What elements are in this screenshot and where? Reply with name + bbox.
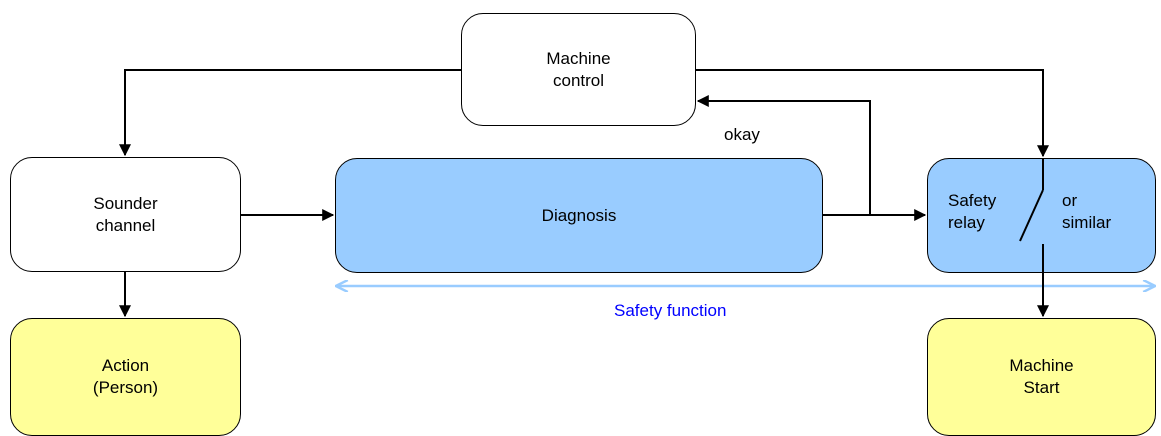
node-machine-control: Machine control: [461, 13, 696, 126]
node-machine-control-line-2: control: [552, 70, 605, 90]
safety-function-label: Safety function: [614, 301, 727, 320]
edge-control-to-relay: [696, 69, 1049, 158]
relay-right-text: or similar: [1062, 190, 1111, 234]
edge-control-to-sounder: [119, 69, 461, 157]
diagram-canvas: [119, 69, 1161, 318]
relay-left-text: Safety relay: [948, 190, 996, 234]
node-machine-start-line-1: Machine: [1009, 356, 1074, 375]
relay-right-line-1: or: [1062, 191, 1078, 210]
edge-okay-feedback: [696, 95, 871, 215]
node-action-line-1: Action: [101, 356, 150, 375]
node-sounder-channel: Sounder channel: [10, 157, 241, 272]
node-diagnosis: Diagnosis: [335, 158, 823, 273]
node-diagnosis-line-1: Diagnosis: [541, 205, 617, 225]
node-action: Action (Person): [10, 318, 241, 436]
relay-left-line-2: relay: [948, 213, 985, 232]
node-machine-control-line-1: Machine: [546, 48, 611, 68]
node-sounder-channel-line-2: channel: [95, 215, 156, 235]
node-action-line-2: (Person): [92, 378, 159, 397]
node-machine-start-line-2: Start: [1023, 378, 1060, 397]
node-sounder-channel-line-1: Sounder: [93, 193, 158, 213]
node-machine-start: Machine Start: [927, 318, 1156, 436]
relay-left-line-1: Safety: [948, 191, 997, 210]
relay-right-line-2: similar: [1062, 213, 1112, 232]
edge-label-okay: okay: [724, 125, 760, 144]
